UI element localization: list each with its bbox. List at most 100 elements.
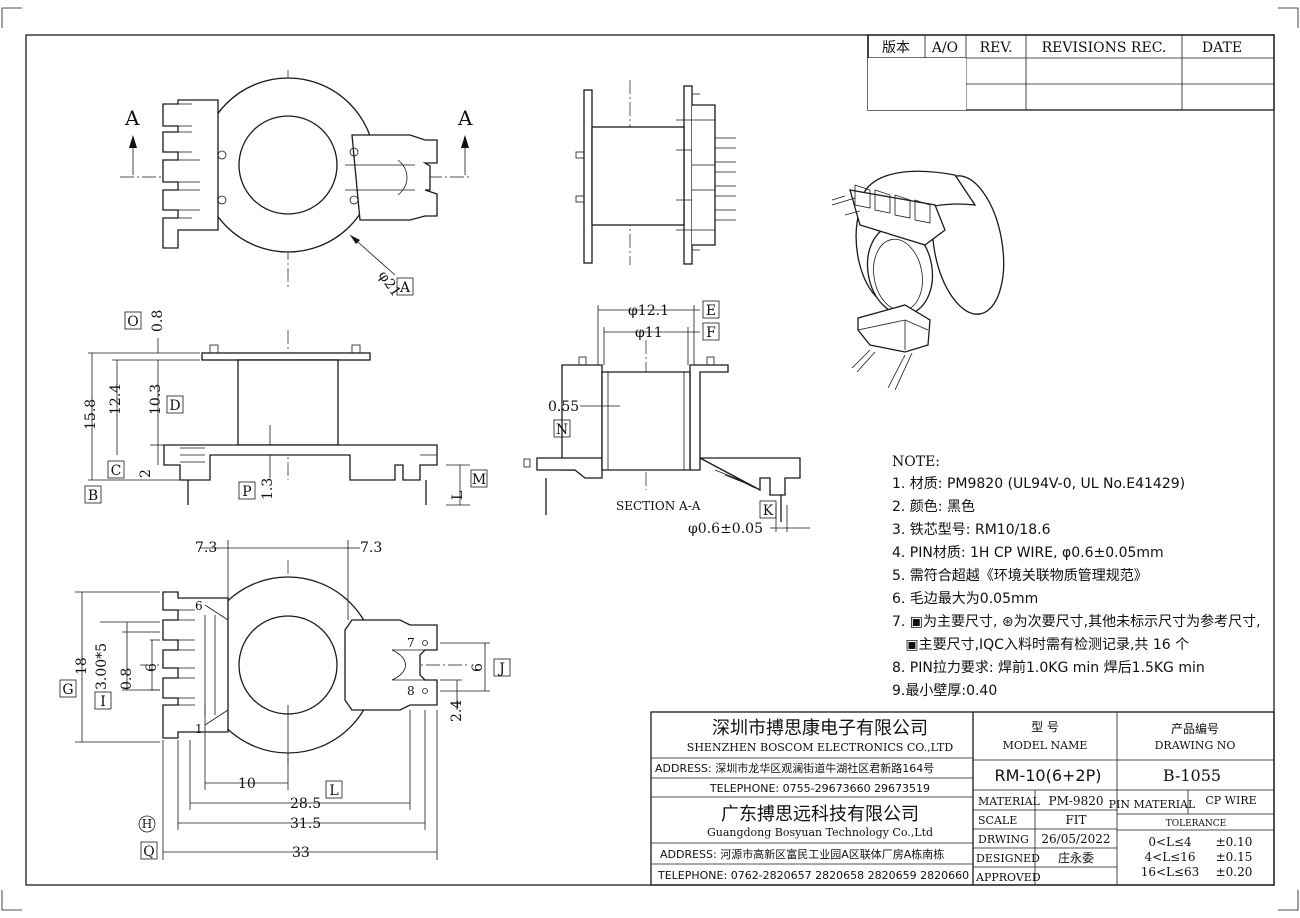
dim-sec-pin: φ0.6±0.05 xyxy=(688,521,763,537)
pin-1: 1 xyxy=(195,722,203,736)
tolerance-value: ±0.10 xyxy=(1216,835,1253,849)
dim-side-13: 1.3 xyxy=(260,478,276,500)
dim-sec-121: φ12.1 xyxy=(628,303,669,319)
datum-F: F xyxy=(706,325,716,341)
version-label: 版本 xyxy=(882,40,910,56)
datum-G: G xyxy=(62,682,73,698)
isometric-view xyxy=(831,170,1005,391)
tolerance-label: TOLERANCE xyxy=(1166,819,1227,829)
drawing-label-cn: 产品编号 xyxy=(1171,721,1219,736)
company2-cn: 广东搏思远科技有限公司 xyxy=(721,804,919,825)
dim-bot-73-right: 7.3 xyxy=(360,540,382,556)
note-item: 7. ▣为主要尺寸, ⊛为次要尺寸,其他未标示尺寸为参考尺寸, xyxy=(892,613,1261,630)
date-label: DATE xyxy=(1202,40,1242,56)
note-item: 4. PIN材质: 1H CP WIRE, φ0.6±0.05mm xyxy=(892,545,1164,561)
note-item: 8. PIN拉力要求: 焊前1.0KG min 焊后1.5KG min xyxy=(892,659,1205,676)
approved-label: APPROVED xyxy=(975,871,1041,884)
pin-6: 6 xyxy=(195,599,203,613)
datum-M: M xyxy=(472,472,486,488)
pin-7: 7 xyxy=(407,636,415,650)
datum-C: C xyxy=(111,463,122,479)
pin-material-label: PIN MATERIAL xyxy=(1109,798,1196,811)
note-item: 6. 毛边最大为0.05mm xyxy=(892,591,1038,607)
side-elevation: 0.8 15.8 12.4 10.3 2 1.3 L O D C B P M xyxy=(83,310,488,506)
dim-bot-315: 31.5 xyxy=(290,816,321,832)
datum-Q: Q xyxy=(143,844,154,860)
designed-value: 庄永委 xyxy=(1058,850,1094,865)
model-value: RM-10(6+2P) xyxy=(995,766,1102,785)
sheet-border xyxy=(25,34,1275,886)
dim-bot-285: 28.5 xyxy=(290,796,321,812)
dim-bot-08: 0.8 xyxy=(119,668,135,690)
datum-E: E xyxy=(706,303,716,319)
drawing-label-en: DRAWING NO xyxy=(1155,739,1236,752)
address1: ADDRESS: 深圳市龙华区观澜街道牛湖社区君新路164号 xyxy=(655,761,934,775)
dim-sec-055: 0.55 xyxy=(548,399,579,415)
datum-P: P xyxy=(242,484,251,500)
drawing-date-label: DRWING xyxy=(978,833,1029,846)
datum-L: L xyxy=(329,783,338,799)
dim-bot-24: 2.4 xyxy=(449,700,465,722)
datum-B: B xyxy=(88,488,98,504)
dim-side-103: 10.3 xyxy=(148,384,164,415)
notes-title: NOTE: xyxy=(892,454,940,470)
dim-bot-10: 10 xyxy=(238,776,256,792)
scale-value: FIT xyxy=(1065,813,1086,827)
dim-bot-33: 33 xyxy=(292,845,310,861)
dim-bot-18: 18 xyxy=(74,657,90,675)
drawing-date-value: 26/05/2022 xyxy=(1041,832,1110,846)
model-label-en: MODEL NAME xyxy=(1003,739,1088,752)
dim-bot-300: 3.00*5 xyxy=(94,643,110,690)
datum-J: J xyxy=(497,661,505,677)
section-view: φ12.1 φ11 0.55 φ0.6±0.05 SECTION A-A E F… xyxy=(523,300,810,537)
datum-N: N xyxy=(556,422,568,438)
section-marker-right: A xyxy=(457,106,473,130)
company1-en: SHENZHEN BOSCOM ELECTRONICS CO.,LTD xyxy=(687,741,954,754)
corner-marks xyxy=(1,7,1299,911)
revisions-label: REVISIONS REC. xyxy=(1042,40,1167,56)
revision-block: 版本 A/O REV. REVISIONS REC. DATE xyxy=(867,34,1275,111)
dim-sec-11: φ11 xyxy=(635,325,663,341)
drawing-value: B-1055 xyxy=(1163,766,1221,785)
version-value: A/O xyxy=(931,40,958,56)
note-item: 1. 材质: PM9820 (UL94V-0, UL No.E41429) xyxy=(892,476,1185,492)
company2-en: Guangdong Bosyuan Technology Co.,Ltd xyxy=(707,826,933,839)
section-marker-left: A xyxy=(124,106,140,130)
dim-side-08: 0.8 xyxy=(150,310,166,332)
dim-side-2: 2 xyxy=(138,469,154,478)
scale-label: SCALE xyxy=(978,814,1017,827)
tolerance-value: ±0.20 xyxy=(1216,865,1253,879)
tolerance-range: 4<L≤16 xyxy=(1145,850,1196,864)
section-label: SECTION A-A xyxy=(616,499,701,513)
rev-label: REV. xyxy=(980,40,1013,56)
model-label-cn: 型 号 xyxy=(1031,720,1059,734)
note-item: 3. 铁芯型号: RM10/18.6 xyxy=(892,522,1051,538)
designed-label: DESIGNED xyxy=(976,852,1040,865)
datum-I: I xyxy=(100,694,106,710)
pin-8: 8 xyxy=(407,684,415,698)
dim-bot-73-left: 7.3 xyxy=(195,540,217,556)
company1-cn: 深圳市搏思康电子有限公司 xyxy=(712,718,928,739)
front-view xyxy=(575,80,736,265)
telephone2: TELEPHONE: 0762-2820657 2820658 2820659 … xyxy=(657,869,969,882)
material-label: MATERIAL xyxy=(978,795,1041,808)
telephone1: TELEPHONE: 0755-29673660 29673519 xyxy=(709,782,930,795)
dim-side-158: 15.8 xyxy=(83,399,99,430)
dim-bot-6-left: 6 xyxy=(144,663,160,672)
dim-side-L: L xyxy=(450,491,466,500)
note-item: 2. 颜色: 黑色 xyxy=(892,498,975,515)
material-value: PM-9820 xyxy=(1049,794,1104,808)
datum-A: A xyxy=(399,280,411,296)
dim-bot-6-right: 6 xyxy=(470,663,486,672)
note-item: 5. 需符合超越《环境关联物质管理规范》 xyxy=(892,567,1148,584)
address2: ADDRESS: 河源市高新区富民工业园A区联体厂房A栋南栋 xyxy=(660,847,944,861)
datum-D: D xyxy=(169,398,180,414)
datum-K: K xyxy=(763,503,774,519)
bottom-view: 6 1 7 8 xyxy=(59,540,511,861)
tolerance-range: 0<L≤4 xyxy=(1148,835,1192,849)
datum-O: O xyxy=(127,314,138,330)
top-view: A A φ21 A xyxy=(120,70,473,300)
notes: NOTE: 1. 材质: PM9820 (UL94V-0, UL No.E414… xyxy=(892,454,1261,699)
note-item: ▣主要尺寸,IQC入料时需有检测记录,共 16 个 xyxy=(892,637,1189,653)
